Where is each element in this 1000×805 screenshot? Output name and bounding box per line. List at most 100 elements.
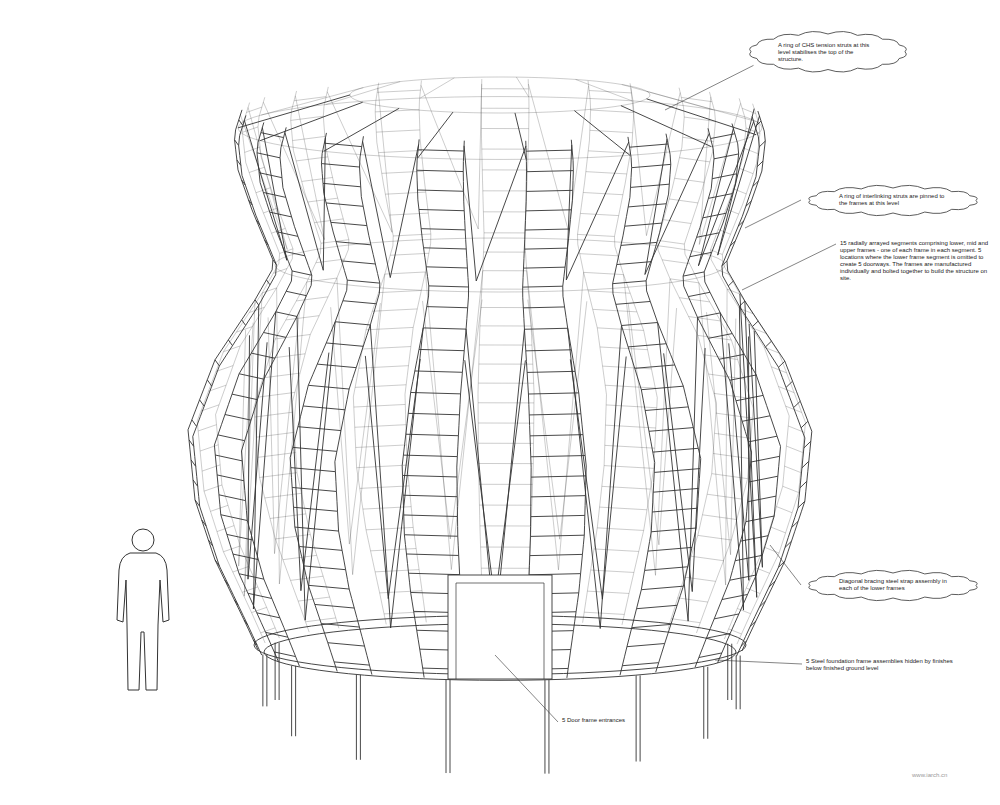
frame-rung: [590, 130, 633, 132]
frame-rung: [259, 173, 282, 178]
frame-rung: [800, 481, 807, 488]
frame-rung: [630, 144, 669, 147]
frame-rung: [202, 520, 207, 526]
frame-rung: [409, 573, 460, 574]
frame-rung: [526, 150, 572, 151]
frame-rung: [670, 279, 699, 283]
frame-rail: [683, 128, 751, 667]
frame-rung: [605, 445, 655, 448]
frame-rung: [207, 380, 211, 386]
frame-rung: [296, 297, 328, 301]
frame-rail: [290, 133, 347, 672]
frame-rung: [249, 200, 253, 205]
frame-rail: [402, 139, 429, 677]
frame-rung: [526, 190, 572, 191]
frame-rung: [753, 181, 759, 187]
frame-rung: [219, 495, 246, 501]
frame-rung: [802, 461, 809, 468]
lower-brace: [527, 271, 584, 570]
frame-rung: [308, 385, 349, 389]
frame-rung: [308, 585, 349, 589]
frame-rung: [317, 364, 356, 368]
leader-line: [715, 660, 802, 664]
frame-rung: [257, 613, 280, 618]
lower-brace: [248, 335, 267, 579]
frame-rung: [221, 515, 247, 521]
frame-rung: [531, 515, 585, 516]
frame-rung: [738, 221, 743, 226]
frame-rung: [804, 441, 811, 448]
frame-rung: [251, 353, 275, 358]
frame-rung: [616, 301, 650, 304]
frame-rung: [324, 143, 361, 146]
frame-rung: [591, 110, 634, 112]
frame-rung: [679, 298, 709, 302]
frame-rung: [233, 554, 258, 560]
cloud-shape: [809, 185, 977, 215]
frame-rung: [354, 404, 406, 407]
leg: [636, 675, 640, 761]
frame-rung: [478, 423, 534, 424]
frame-rung: [698, 335, 732, 340]
frame-rung: [256, 432, 294, 437]
frame-rung: [708, 194, 732, 199]
frame-rung: [764, 547, 779, 553]
frame-rung: [526, 210, 572, 211]
leg: [263, 654, 267, 706]
leader-line: [770, 545, 801, 585]
frame-rail: [613, 137, 655, 675]
cloud-shape: [750, 32, 907, 72]
frame-rung: [314, 219, 343, 223]
frame-rung: [366, 327, 413, 329]
leader-line: [665, 65, 754, 110]
leader-line: [745, 200, 801, 228]
annotation-note: 5 Steel foundation frame assemblies hidd…: [806, 658, 956, 672]
frame-rung: [385, 192, 425, 194]
frame-rung: [529, 414, 581, 415]
frame-rung: [200, 400, 205, 406]
frame-rung: [483, 190, 527, 191]
frame-rung: [277, 232, 298, 237]
frame-rung: [362, 347, 410, 349]
frame-rung: [669, 199, 698, 203]
frame-rung: [794, 401, 801, 407]
frame-rung: [225, 580, 229, 586]
frame-rung: [641, 386, 683, 390]
frame-rung: [637, 605, 678, 608]
leg: [356, 675, 360, 760]
upper-brace: [645, 133, 709, 274]
frame-rung: [684, 117, 715, 121]
frame-rung: [239, 374, 264, 379]
roof-spoke: [621, 106, 711, 147]
frame-rung: [408, 413, 459, 414]
frame-rung: [757, 161, 763, 167]
frame-rung: [584, 612, 624, 614]
frame-rung: [415, 371, 463, 372]
frame-rung: [606, 405, 657, 408]
frame-rung: [760, 601, 766, 607]
frame-rail: [188, 110, 273, 650]
frame-rail: [216, 97, 293, 638]
frame-rung: [482, 289, 528, 290]
frame-rung: [336, 242, 371, 245]
frame-rung: [315, 604, 354, 608]
frame-rung: [482, 169, 527, 170]
frame-rail: [335, 136, 380, 674]
frame-rung: [531, 476, 586, 477]
frame-rung: [239, 120, 243, 126]
frame-rung: [783, 486, 799, 492]
frame-rung: [273, 260, 276, 265]
frame-rung: [293, 447, 337, 451]
frame-rung: [426, 267, 467, 268]
frame-rung: [242, 180, 246, 186]
frame-rail: [405, 81, 431, 623]
frame-rung: [602, 486, 651, 489]
frame-rung: [308, 198, 338, 202]
frame-rung: [403, 475, 457, 477]
frame-rung: [728, 281, 733, 286]
frame-rung: [627, 644, 665, 647]
leader-lines: [495, 65, 836, 722]
door-opening: [448, 575, 552, 679]
frame-rung: [635, 365, 675, 368]
